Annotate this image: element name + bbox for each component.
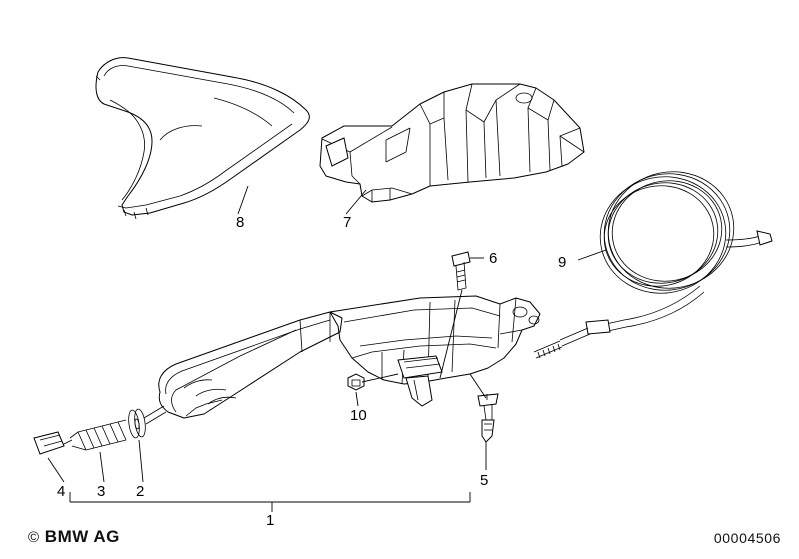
part-9-brake-cable xyxy=(533,171,773,359)
callout-1: 1 xyxy=(266,512,275,529)
callout-9: 9 xyxy=(558,254,567,271)
part-5-bolt-sleeve xyxy=(469,373,499,470)
part-3-spring xyxy=(69,419,127,451)
part-6-bolt xyxy=(439,251,484,379)
part-1-handbrake-lever-assembly xyxy=(33,295,541,512)
callout-5: 5 xyxy=(480,472,489,489)
copyright-icon: © xyxy=(28,529,40,546)
callout-3: 3 xyxy=(97,483,106,500)
footer: © BMW AG 00004506 xyxy=(0,515,799,559)
callout-7: 7 xyxy=(343,214,352,231)
brand-logo: © BMW AG xyxy=(28,527,120,547)
callout-8: 8 xyxy=(236,214,245,231)
part-7-console-bracket xyxy=(319,83,585,215)
part-2-washer xyxy=(128,408,146,439)
part-number: 00004506 xyxy=(713,530,781,546)
callout-2: 2 xyxy=(136,483,145,500)
callout-4: 4 xyxy=(57,483,66,500)
part-10-nut xyxy=(347,373,399,407)
brand-name: BMW AG xyxy=(44,527,120,546)
callout-10: 10 xyxy=(350,407,367,424)
part-8-lever-cover xyxy=(95,57,310,220)
callout-6: 6 xyxy=(489,250,498,267)
